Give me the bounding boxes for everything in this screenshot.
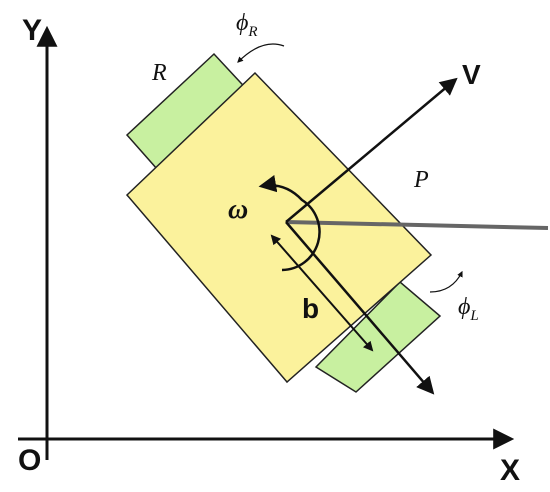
velocity-vector (285, 77, 458, 223)
right-wheel-label: R (151, 60, 167, 86)
origin-label: O (18, 444, 41, 477)
wheel-base-arrow (270, 234, 374, 352)
phi-right-label: ϕR (236, 10, 258, 40)
right-wheel-rotation-arc (237, 43, 285, 63)
velocity-label: V (462, 59, 481, 90)
phi-right-symbol: ϕ (236, 10, 248, 36)
angular-velocity-label: ω (228, 194, 248, 225)
y-axis-label: Y (22, 14, 42, 47)
angular-velocity-arc (258, 174, 321, 272)
point-label: P (413, 167, 429, 193)
phi-right-subscript: R (247, 24, 257, 40)
phi-left-subscript: L (469, 308, 478, 324)
wheel-base-label: b (302, 293, 319, 324)
phi-left-label: ϕL (458, 294, 479, 324)
x-axis-label: X (500, 454, 520, 487)
phi-left-symbol: ϕ (458, 294, 470, 320)
left-wheel-rotation-arc (429, 270, 463, 293)
coordinate-axes: Y X O (18, 14, 520, 487)
pointer-line (285, 220, 549, 230)
